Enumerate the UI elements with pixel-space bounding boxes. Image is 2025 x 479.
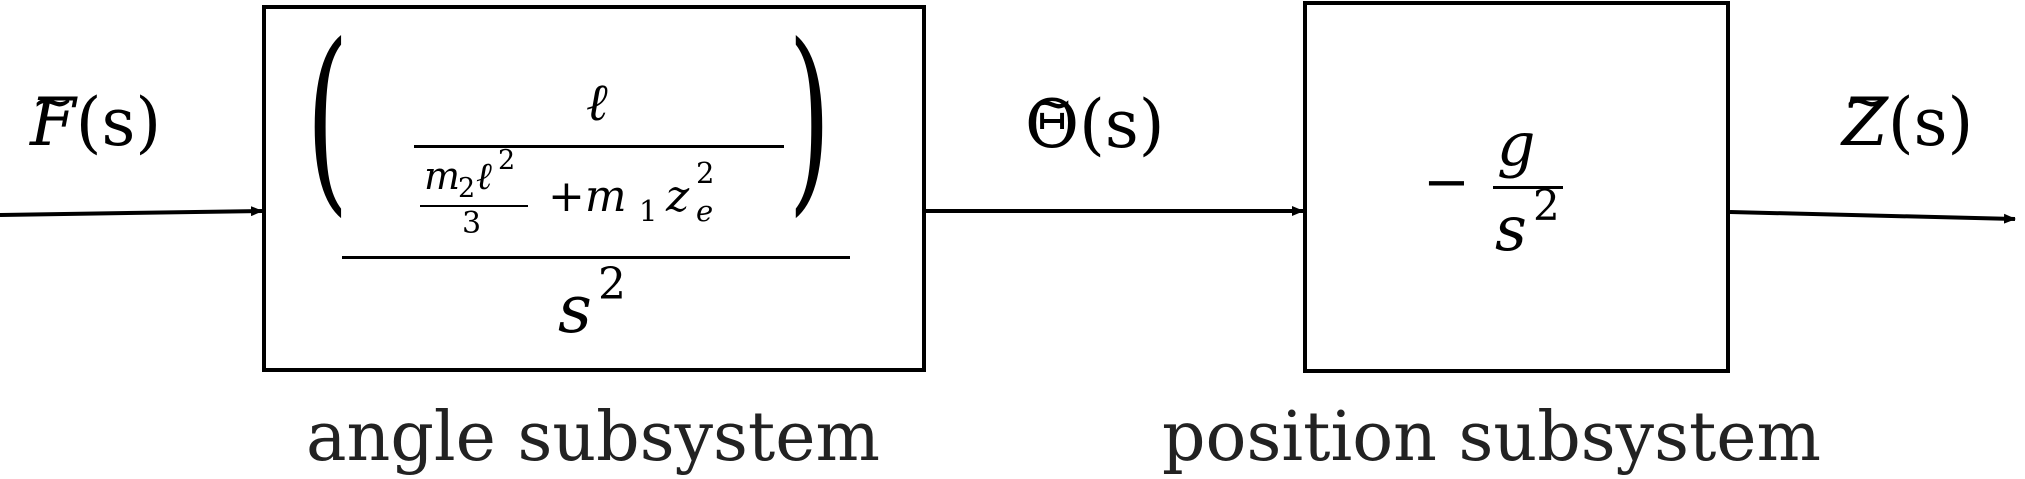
tilde-accent: ~ (31, 72, 75, 132)
output-signal-label: ~Z(s) (1842, 76, 1973, 156)
inner-fraction-bar (414, 145, 784, 148)
input-arg: (s) (75, 84, 162, 161)
output-arrow (1729, 210, 2016, 224)
z-subscript: e (696, 194, 714, 228)
tilde-accent: ~ (1030, 74, 1074, 134)
position-denominator-exponent: 2 (1533, 181, 1560, 230)
small-fraction-bar (420, 205, 528, 207)
m1-subscript: 1 (639, 194, 658, 228)
three-denominator: 3 (462, 206, 482, 241)
m2-subscript: 2 (458, 173, 476, 204)
angle-subsystem-block: ( ) ℓ m 2 ℓ 2 3 +m 1 z 2 e s 2 (262, 5, 926, 372)
input-arrow (0, 206, 263, 217)
minus-sign: − (1423, 150, 1470, 215)
inner-numerator: ℓ (586, 73, 608, 133)
middle-symbol: Θ (1025, 86, 1080, 163)
ell-symbol: ℓ (476, 154, 492, 198)
angle-subsystem-label: angle subsystem (306, 398, 880, 477)
position-subsystem-block: − g s 2 (1303, 1, 1730, 373)
m2-symbol: m (424, 154, 461, 198)
output-arg: (s) (1887, 84, 1974, 161)
z-symbol: z (666, 171, 690, 222)
right-parenthesis: ) (788, 2, 831, 235)
angle-denominator-s: s (558, 271, 592, 348)
plus-m1: +m (548, 171, 627, 222)
left-parenthesis: ( (306, 2, 349, 235)
tilde-accent: ~ (1843, 72, 1887, 132)
angle-denominator-exponent: 2 (598, 259, 626, 310)
middle-arg: (s) (1079, 86, 1165, 163)
middle-signal-label: ~Θ(s) (1025, 78, 1164, 158)
position-denominator-s: s (1495, 192, 1527, 265)
z-superscript: 2 (696, 156, 715, 190)
ell-superscript: 2 (498, 145, 516, 176)
position-subsystem-label: position subsystem (1162, 398, 1822, 477)
main-fraction-bar (342, 256, 850, 259)
position-fraction-bar (1493, 186, 1563, 189)
input-symbol: F (30, 84, 76, 161)
position-numerator-g: g (1497, 110, 1536, 180)
input-signal-label: ~F(s) (30, 76, 161, 156)
output-symbol: Z (1842, 84, 1888, 161)
